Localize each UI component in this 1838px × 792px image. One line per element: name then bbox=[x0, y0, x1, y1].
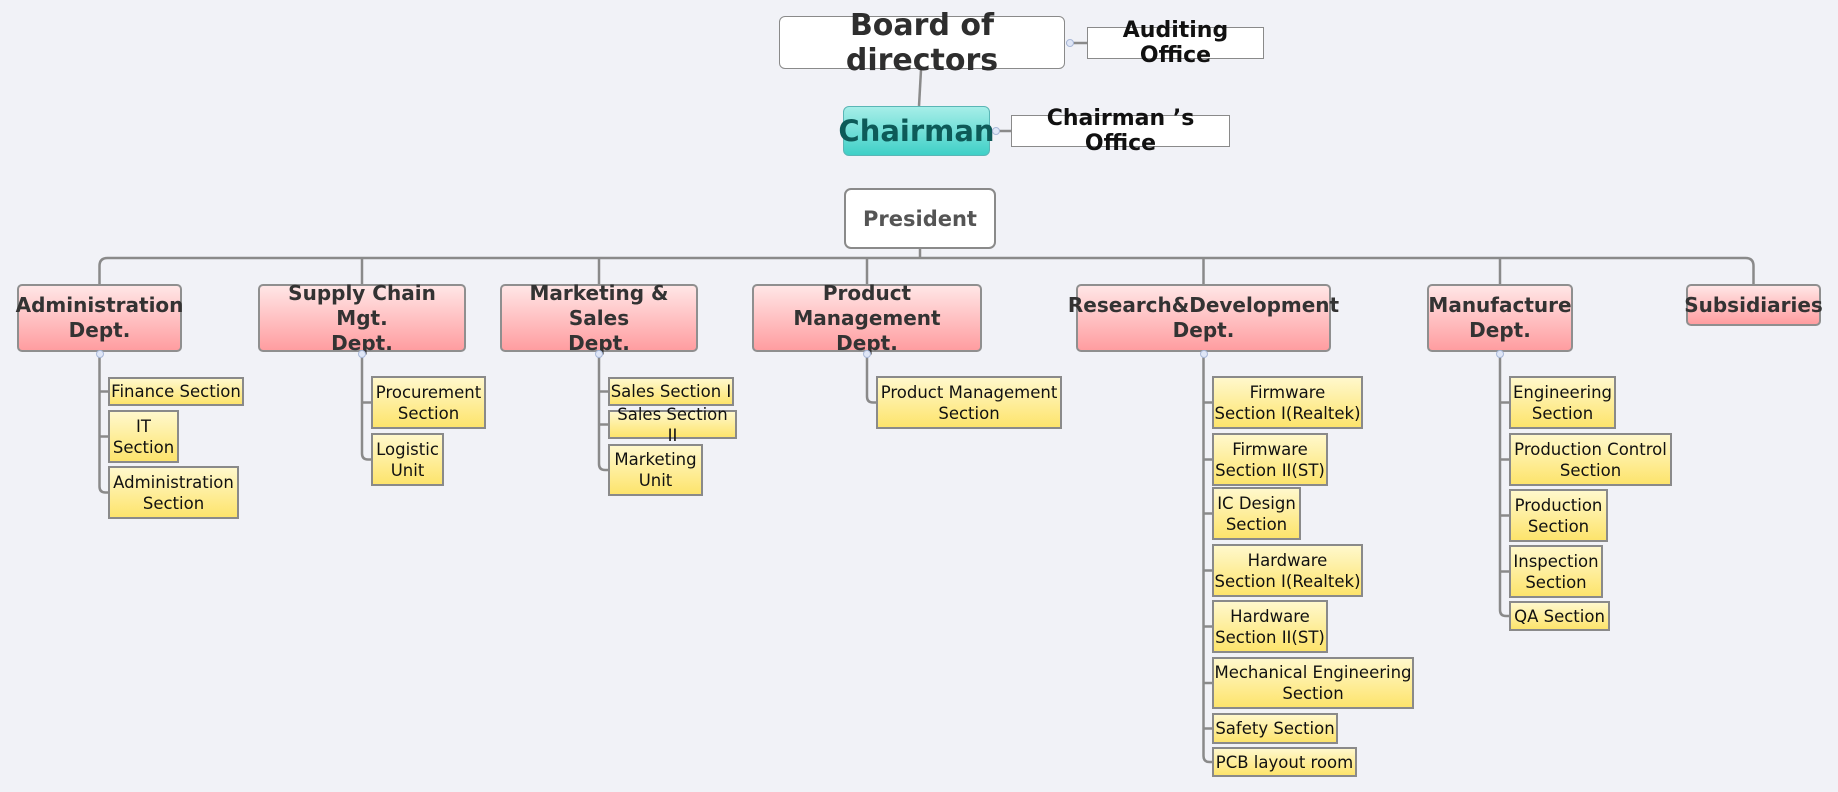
section-node[interactable]: Safety Section bbox=[1212, 713, 1338, 744]
section-trunk-line bbox=[360, 352, 371, 461]
section-node[interactable]: IC Design Section bbox=[1212, 487, 1301, 540]
section-node[interactable]: Mechanical Engineering Section bbox=[1212, 657, 1414, 709]
section-node[interactable]: Firmware Section II(ST) bbox=[1212, 433, 1328, 486]
section-node[interactable]: Firmware Section I(Realtek) bbox=[1212, 376, 1363, 429]
department-node[interactable]: Subsidiaries bbox=[1684, 284, 1823, 326]
auditing-office-node[interactable]: Auditing Office bbox=[1087, 18, 1264, 68]
section-node[interactable]: Product Management Section bbox=[876, 376, 1062, 429]
department-node[interactable]: Product Management Dept. bbox=[752, 281, 982, 355]
collapse-toggle-icon[interactable] bbox=[1496, 350, 1504, 358]
department-node[interactable]: Marketing & Sales Dept. bbox=[500, 281, 698, 355]
collapse-toggle-icon[interactable] bbox=[1066, 39, 1074, 47]
section-trunk-line bbox=[1498, 352, 1509, 618]
section-node[interactable]: Inspection Section bbox=[1509, 545, 1603, 598]
department-node[interactable]: Manufacture Dept. bbox=[1427, 284, 1573, 352]
department-node[interactable]: Research&Development Dept. bbox=[1068, 284, 1339, 352]
section-node[interactable]: Logistic Unit bbox=[371, 433, 444, 486]
collapse-toggle-icon[interactable] bbox=[358, 350, 366, 358]
section-node[interactable]: Marketing Unit bbox=[608, 444, 703, 496]
section-node[interactable]: QA Section bbox=[1509, 601, 1610, 631]
section-trunk-line bbox=[98, 352, 108, 494]
board-of-directors-node[interactable]: Board of directors bbox=[779, 8, 1065, 78]
section-node[interactable]: PCB layout room bbox=[1212, 747, 1357, 777]
collapse-toggle-icon[interactable] bbox=[1199, 350, 1208, 358]
president-node[interactable]: President bbox=[844, 188, 996, 249]
section-node[interactable]: Production Section bbox=[1509, 489, 1608, 542]
section-node[interactable]: Administration Section bbox=[108, 466, 239, 519]
section-node[interactable]: Procurement Section bbox=[371, 376, 486, 429]
section-trunk-line bbox=[865, 352, 876, 404]
section-node[interactable]: Hardware Section II(ST) bbox=[1212, 600, 1328, 653]
department-bus-line bbox=[98, 256, 1755, 284]
department-node[interactable]: Administration Dept. bbox=[16, 284, 183, 352]
section-node[interactable]: Engineering Section bbox=[1509, 376, 1616, 429]
chairmans-office-node[interactable]: Chairman ’s Office bbox=[1011, 106, 1230, 156]
collapse-toggle-icon[interactable] bbox=[595, 350, 603, 358]
collapse-toggle-icon[interactable] bbox=[95, 350, 104, 358]
section-node[interactable]: Production Control Section bbox=[1509, 433, 1672, 486]
collapse-toggle-icon[interactable] bbox=[863, 350, 871, 358]
section-trunk-line bbox=[597, 352, 608, 472]
collapse-toggle-icon[interactable] bbox=[992, 127, 1000, 135]
section-node[interactable]: Finance Section bbox=[108, 377, 244, 406]
section-trunk-line bbox=[1202, 352, 1212, 764]
section-node[interactable]: IT Section bbox=[108, 410, 179, 463]
chairman-node[interactable]: Chairman bbox=[838, 106, 995, 156]
section-node[interactable]: Sales Section I bbox=[608, 377, 734, 406]
board-chairman-connector bbox=[917, 69, 923, 107]
section-node[interactable]: Hardware Section I(Realtek) bbox=[1212, 544, 1363, 597]
section-node[interactable]: Sales Section II bbox=[608, 405, 737, 445]
department-node[interactable]: Supply Chain Mgt. Dept. bbox=[258, 281, 466, 355]
